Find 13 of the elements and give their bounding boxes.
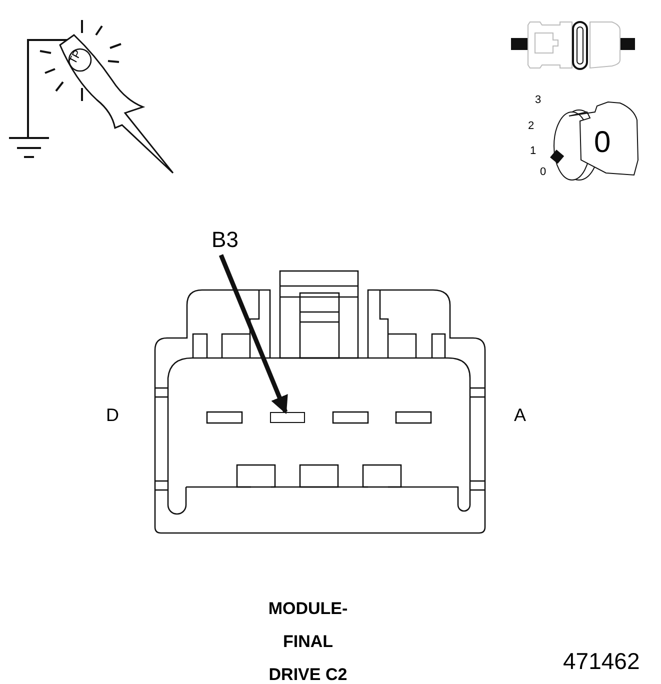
position-number: 0 xyxy=(540,167,546,178)
key-number: 0 xyxy=(594,128,611,158)
figure-number: 471462 xyxy=(563,650,640,673)
position-number: 1 xyxy=(530,146,536,157)
pin-cavity xyxy=(270,412,305,423)
position-number: 3 xyxy=(535,95,542,106)
pin-side-label: A xyxy=(514,406,526,424)
position-number: 2 xyxy=(528,121,534,132)
probe-label: TP xyxy=(68,48,84,66)
pin-side-label: D xyxy=(106,406,119,424)
connector-caption: MODULE- FINAL DRIVE C2 xyxy=(267,598,349,684)
leader-arrow xyxy=(218,254,288,414)
pin-label: B3 xyxy=(207,229,243,255)
